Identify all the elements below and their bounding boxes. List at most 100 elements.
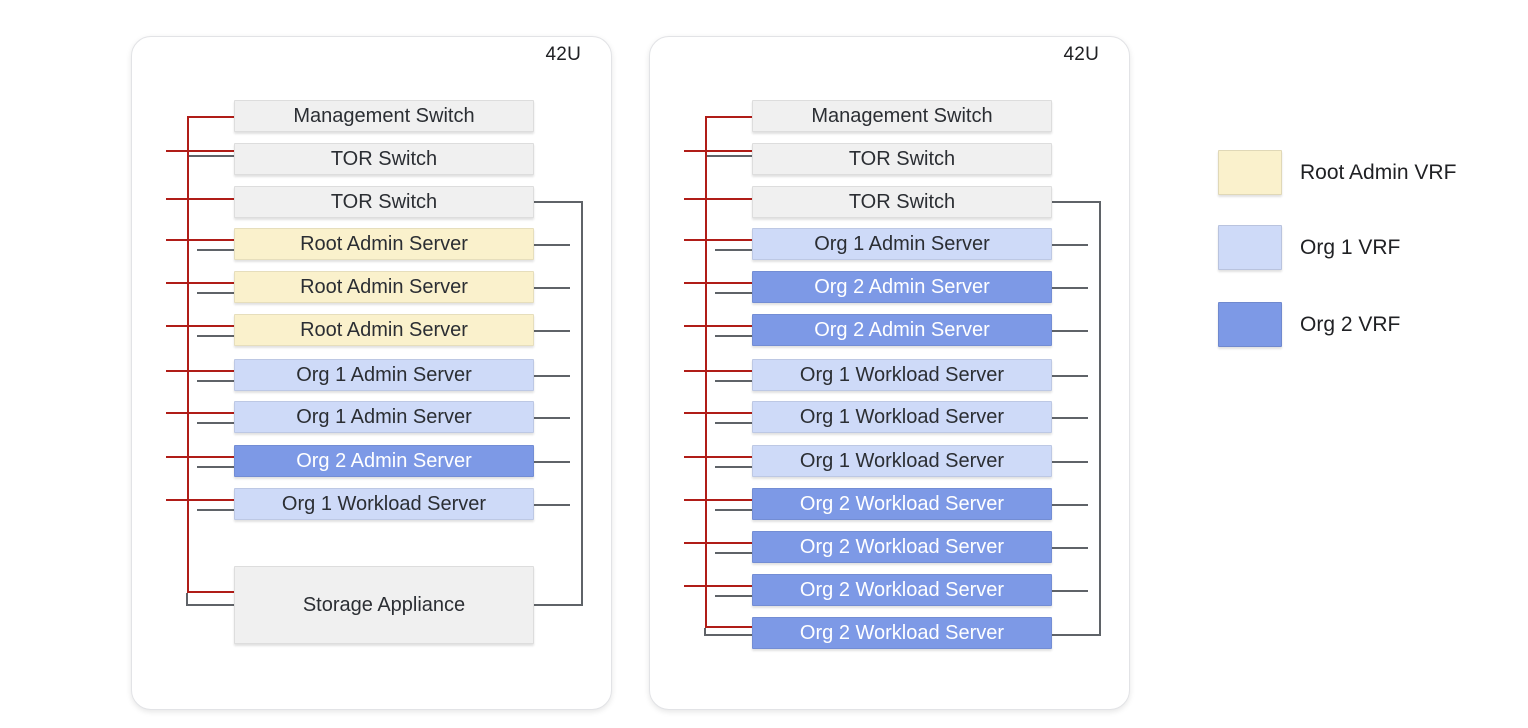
unit-tor-switch-1: TOR Switch <box>752 143 1052 175</box>
data-link <box>715 595 753 597</box>
data-link <box>1052 201 1101 203</box>
management-link <box>166 499 236 501</box>
unit-org2-workload-server-4: Org 2 Workload Server <box>752 617 1052 649</box>
management-link <box>684 456 754 458</box>
unit-root-admin-server-3: Root Admin Server <box>234 314 534 346</box>
management-link <box>166 456 236 458</box>
data-link <box>197 466 235 468</box>
data-link <box>534 504 570 506</box>
data-link <box>197 380 235 382</box>
data-link <box>715 380 753 382</box>
unit-storage-appliance: Storage Appliance <box>234 566 534 644</box>
management-link <box>705 626 754 628</box>
data-network-vertical-line <box>581 201 583 606</box>
data-link <box>534 417 570 419</box>
legend-label: Org 1 VRF <box>1300 235 1401 259</box>
management-link <box>684 282 754 284</box>
data-link <box>534 461 570 463</box>
data-link <box>704 634 754 636</box>
unit-org1-workload-server-1: Org 1 Workload Server <box>752 359 1052 391</box>
data-link <box>1052 547 1088 549</box>
rack-2: 42U Management Switch TOR Switch TOR Swi… <box>649 36 1130 710</box>
management-link <box>166 150 236 152</box>
data-link <box>197 249 235 251</box>
unit-org2-admin-server-1: Org 2 Admin Server <box>752 271 1052 303</box>
unit-org1-workload-server: Org 1 Workload Server <box>234 488 534 520</box>
management-link <box>705 116 754 118</box>
data-link <box>715 552 753 554</box>
data-link <box>1052 330 1088 332</box>
management-link <box>166 282 236 284</box>
data-link <box>715 292 753 294</box>
data-link <box>1052 417 1088 419</box>
management-link <box>684 499 754 501</box>
legend-item-org1-vrf: Org 1 VRF <box>1218 225 1400 270</box>
data-link <box>707 155 753 157</box>
legend-item-org2-vrf: Org 2 VRF <box>1218 302 1400 347</box>
data-link <box>1052 287 1088 289</box>
management-link <box>187 116 236 118</box>
management-link <box>684 542 754 544</box>
data-link <box>1052 375 1088 377</box>
data-link <box>197 335 235 337</box>
data-link <box>1052 244 1088 246</box>
unit-org1-admin-server-1: Org 1 Admin Server <box>234 359 534 391</box>
management-link <box>166 412 236 414</box>
management-link <box>684 325 754 327</box>
data-link <box>715 335 753 337</box>
unit-management-switch: Management Switch <box>752 100 1052 132</box>
unit-root-admin-server-2: Root Admin Server <box>234 271 534 303</box>
unit-root-admin-server-1: Root Admin Server <box>234 228 534 260</box>
data-link <box>534 287 570 289</box>
management-network-vertical-line <box>187 116 189 593</box>
management-link <box>684 370 754 372</box>
unit-org2-workload-server-3: Org 2 Workload Server <box>752 574 1052 606</box>
data-link <box>534 375 570 377</box>
unit-org1-admin-server-2: Org 1 Admin Server <box>234 401 534 433</box>
data-link <box>197 509 235 511</box>
rack-1-capacity-label: 42U <box>545 44 581 65</box>
management-link <box>684 239 754 241</box>
data-link <box>715 422 753 424</box>
data-link <box>704 628 706 636</box>
data-link <box>186 604 236 606</box>
data-link <box>534 201 583 203</box>
data-link <box>715 509 753 511</box>
unit-tor-switch-1: TOR Switch <box>234 143 534 175</box>
management-link <box>166 325 236 327</box>
unit-management-switch: Management Switch <box>234 100 534 132</box>
data-link <box>715 466 753 468</box>
data-link <box>715 249 753 251</box>
rack-2-capacity-label: 42U <box>1063 44 1099 65</box>
data-link <box>534 330 570 332</box>
rack-1: 42U Management Switch TOR Switch TOR Swi… <box>131 36 612 710</box>
data-network-vertical-line <box>1099 201 1101 636</box>
data-link <box>197 292 235 294</box>
data-link <box>1052 634 1101 636</box>
data-link <box>1052 461 1088 463</box>
data-link <box>186 593 188 606</box>
legend-label: Org 2 VRF <box>1300 312 1401 336</box>
data-link <box>1052 504 1088 506</box>
unit-org1-admin-server: Org 1 Admin Server <box>752 228 1052 260</box>
unit-tor-switch-2: TOR Switch <box>234 186 534 218</box>
unit-org1-workload-server-2: Org 1 Workload Server <box>752 401 1052 433</box>
unit-org2-admin-server: Org 2 Admin Server <box>234 445 534 477</box>
legend-label: Root Admin VRF <box>1300 160 1457 184</box>
management-link <box>684 198 754 200</box>
management-network-vertical-line <box>705 116 707 628</box>
data-link <box>534 244 570 246</box>
data-link <box>189 155 235 157</box>
management-link <box>166 198 236 200</box>
legend-item-root-admin-vrf: Root Admin VRF <box>1218 150 1456 195</box>
unit-org2-workload-server-2: Org 2 Workload Server <box>752 531 1052 563</box>
data-link <box>534 604 583 606</box>
unit-org1-workload-server-3: Org 1 Workload Server <box>752 445 1052 477</box>
unit-tor-switch-2: TOR Switch <box>752 186 1052 218</box>
data-link <box>1052 590 1088 592</box>
management-link <box>187 591 236 593</box>
unit-org2-workload-server-1: Org 2 Workload Server <box>752 488 1052 520</box>
data-link <box>197 422 235 424</box>
management-link <box>684 150 754 152</box>
